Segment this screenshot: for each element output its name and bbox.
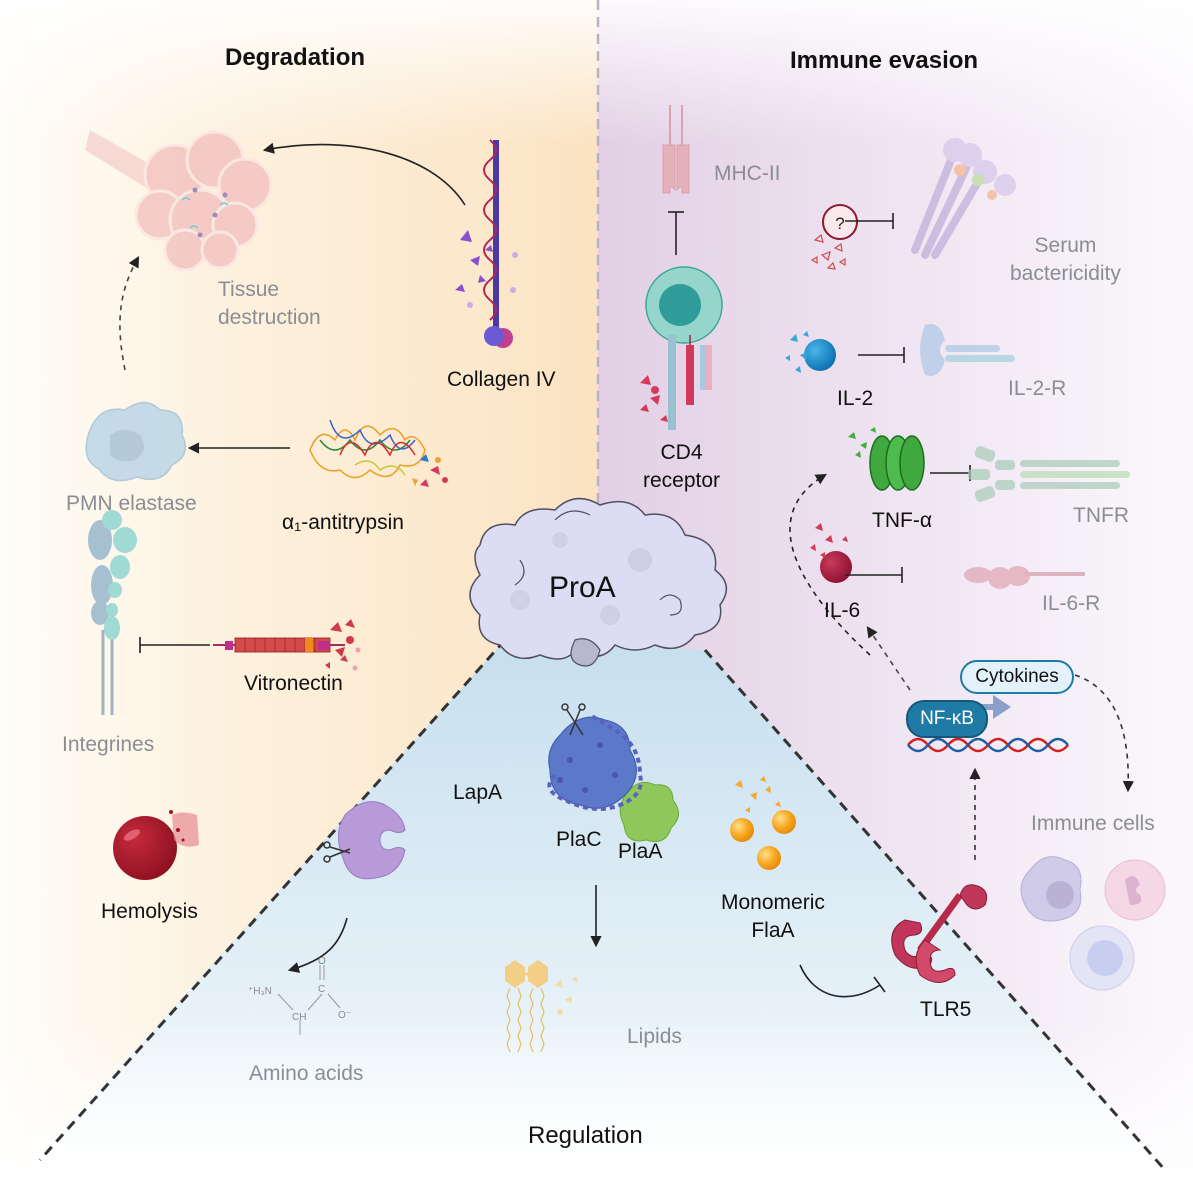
il2-receptor-icon	[920, 324, 1015, 376]
lipids-icon	[505, 960, 578, 1053]
flaa-line1: Monomeric	[721, 891, 825, 914]
serum-bactericidity-label: Serum bactericidity	[1010, 232, 1121, 288]
scissors-lapa-icon	[323, 841, 351, 863]
il2-label: IL-2	[837, 387, 874, 410]
il2r-label: IL-2-R	[1008, 377, 1067, 400]
amino-acids-label: Amino acids	[249, 1062, 364, 1085]
mhc-ii-icon	[662, 105, 690, 194]
amino-acid-labels: ⁺H₃N CH C O O⁻	[248, 956, 351, 1023]
dashed-arrow-to-tnf	[789, 473, 871, 656]
inhibit-unknown-to-serum	[845, 213, 894, 229]
tnf-alpha-icon	[848, 427, 925, 491]
dashed-arrow-to-tissue	[119, 256, 140, 371]
section-title-immune-evasion: Immune evasion	[790, 47, 979, 74]
proa-label: ProA	[549, 571, 616, 604]
dashed-arrow-cytokines-to-cells	[1074, 674, 1134, 793]
serum-line1: Serum	[1034, 234, 1097, 257]
monomeric-flaa-icon	[730, 776, 796, 870]
section-title-degradation: Degradation	[225, 44, 366, 71]
hemolysis-icon	[113, 810, 199, 880]
integrines-icon	[88, 510, 137, 715]
amino-o: O	[318, 956, 326, 967]
tlr5-label: TLR5	[920, 998, 972, 1021]
divider-right	[703, 649, 1167, 1171]
tnfr-label: TNFR	[1073, 504, 1129, 527]
nfkb-pill: NF-κB	[906, 700, 988, 738]
il6-receptor-icon	[964, 566, 1085, 589]
vitronectin-label: Vitronectin	[244, 672, 343, 695]
cd4-line2: receptor	[643, 469, 721, 492]
bottom-fade	[0, 1020, 1193, 1199]
divider-left	[38, 639, 507, 1161]
tlr5-icon	[891, 884, 988, 983]
collagen-iv-label: Collagen IV	[447, 368, 556, 391]
section-title-regulation: Regulation	[528, 1122, 643, 1149]
tnf-receptor-icon	[968, 446, 1130, 502]
integrines-label: Integrines	[62, 733, 155, 756]
cd4-line1: CD4	[660, 441, 703, 464]
inhibit-flaa-to-tlr5	[799, 964, 886, 998]
tissue-destruction-line1: Tissue	[218, 278, 280, 301]
lapa-icon	[338, 801, 406, 880]
plac-plaa-icon	[547, 713, 679, 842]
inhibit-il2-to-il2r	[858, 347, 905, 363]
cd4-receptor-icon	[640, 266, 723, 430]
unknown-factor-icon: ?	[810, 204, 858, 270]
collagen-iv-icon	[455, 139, 518, 348]
il6r-label: IL-6-R	[1042, 592, 1101, 615]
tnf-alpha-label: TNF-α	[872, 509, 932, 532]
flaa-line2: FlaA	[751, 919, 795, 942]
inhibit-vitronectin-to-integrines	[139, 637, 210, 653]
serum-complement-icon	[911, 138, 1016, 259]
dna-helix-icon	[907, 737, 1069, 753]
mhc-ii-label: MHC-II	[714, 162, 781, 185]
il6-icon	[810, 523, 852, 583]
amino-c: C	[318, 984, 325, 995]
amino-h3n: ⁺H₃N	[248, 986, 272, 997]
lapa-label: LapA	[453, 781, 503, 804]
vitronectin-icon	[213, 619, 361, 671]
hemolysis-label: Hemolysis	[101, 900, 198, 923]
plaa-label: PlaA	[618, 840, 663, 863]
il6-label: IL-6	[824, 599, 861, 622]
lipids-label: Lipids	[627, 1025, 682, 1048]
amino-ch: CH	[292, 1012, 306, 1023]
pmn-elastase-icon	[85, 401, 187, 482]
question-mark: ?	[835, 214, 844, 233]
alpha1-antitrypsin-icon	[309, 419, 448, 487]
tissue-alveoli-icon	[85, 130, 273, 272]
immune-cells-icon	[1020, 856, 1166, 991]
proa-protein-icon	[469, 497, 728, 667]
serum-line2: bactericidity	[1010, 262, 1121, 285]
plac-label: PlaC	[556, 828, 602, 851]
alpha1-antitrypsin-label: α₁-antitrypsin	[282, 511, 404, 534]
monomeric-flaa-label: Monomeric FlaA	[721, 889, 825, 945]
cytokines-pill: Cytokines	[960, 660, 1074, 694]
scissors-icon	[561, 703, 586, 736]
pmn-elastase-label: PMN elastase	[66, 492, 197, 515]
il2-icon	[785, 331, 836, 373]
dashed-arrow-to-il6	[866, 626, 911, 691]
amino-o-minus: O⁻	[338, 1010, 351, 1021]
cd4-receptor-label: CD4 receptor	[643, 439, 720, 495]
amino-acid-structure-icon	[277, 965, 341, 1035]
arrow-lapa-to-amino-acids	[287, 917, 348, 973]
tissue-destruction-label: Tissue destruction	[218, 276, 321, 332]
tissue-destruction-line2: destruction	[218, 306, 321, 329]
arrow-collagen-to-tissue	[262, 142, 466, 206]
immune-cells-label: Immune cells	[1031, 812, 1155, 835]
inhibit-il6-to-il6r	[845, 567, 903, 583]
inhibit-cd4-to-mhc	[668, 211, 684, 255]
section-dividers	[38, 0, 1167, 1171]
